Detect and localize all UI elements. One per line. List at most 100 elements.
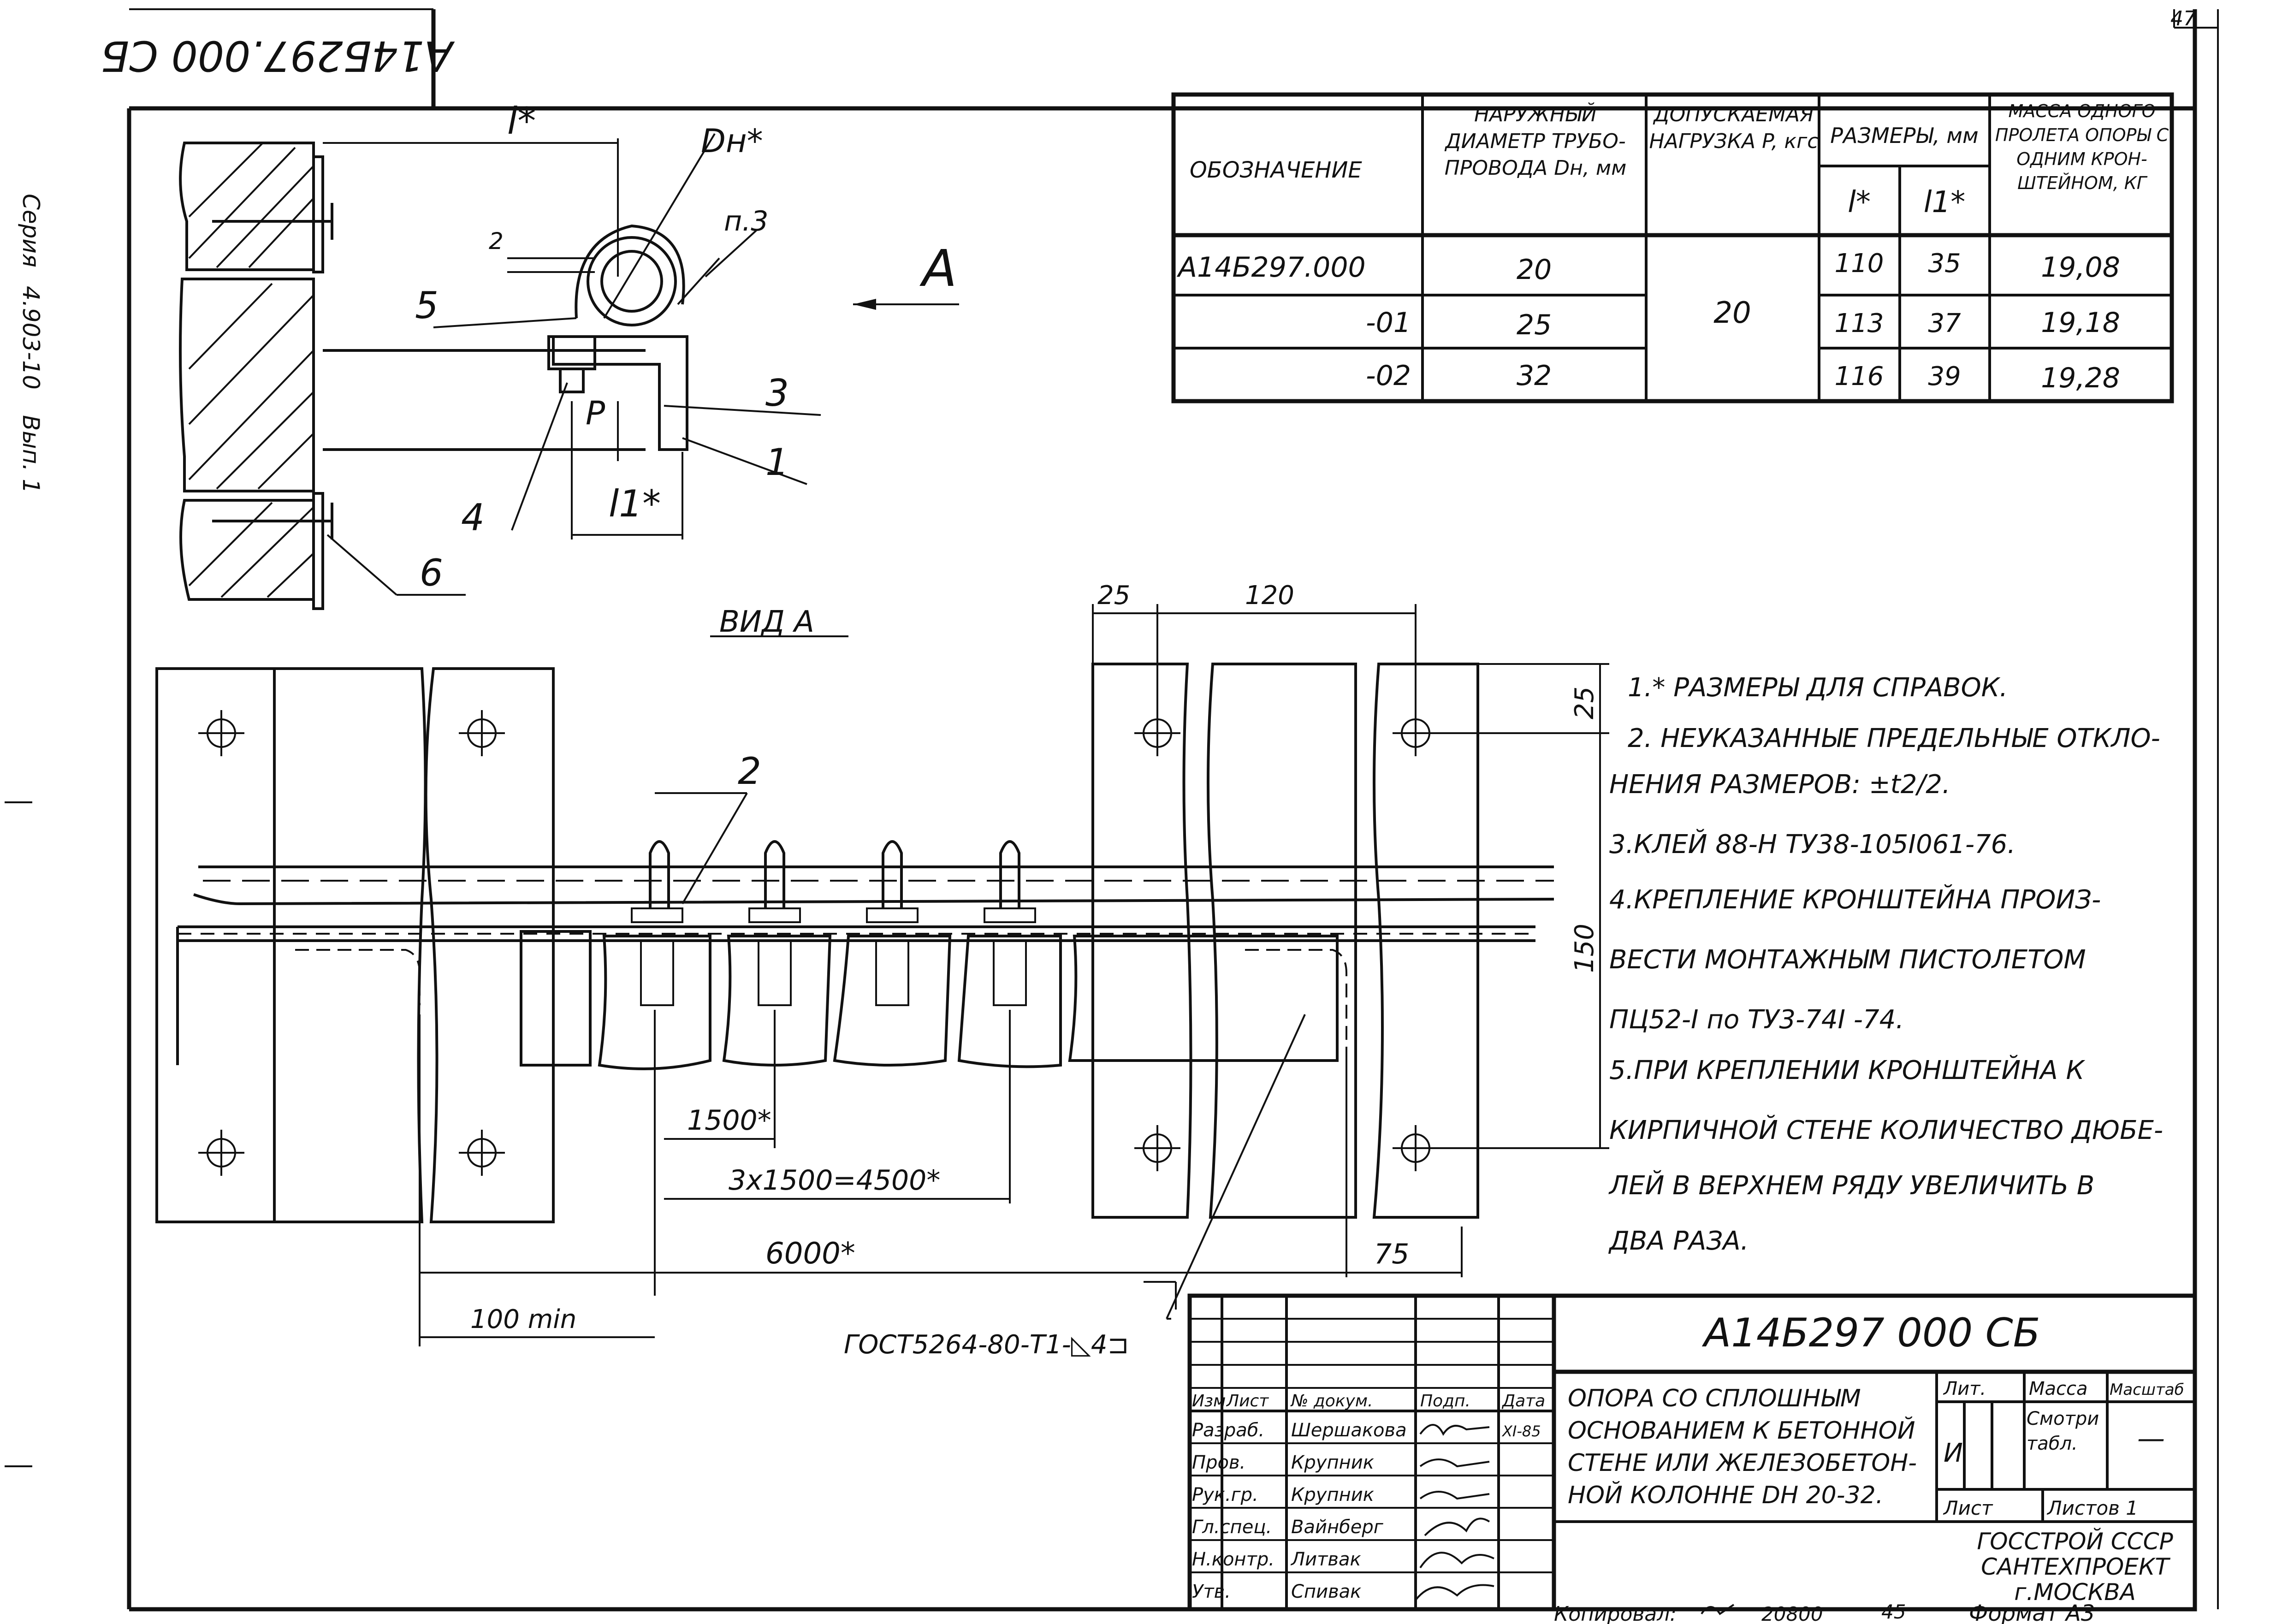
tb-sheet-label: Лист	[1943, 1497, 1993, 1519]
tb-mass-value: Смотри табл.	[2027, 1408, 2099, 1454]
clip-2	[748, 840, 801, 1006]
footer-format: Формат А3	[1969, 1600, 2095, 1624]
tb-lit-value: И	[1944, 1438, 1963, 1468]
note-line-3: НЕНИЯ РАЗМЕРОВ: ±t2/2.	[1609, 770, 1950, 800]
title-block: А14Б297 000 СБ ОПОРА СО СПЛОШНЫМ ОСНОВАН…	[1187, 1293, 2197, 1612]
leader-4: 4	[461, 496, 485, 539]
side-vypusk: Вып. 1	[18, 415, 44, 493]
label-two: 2	[489, 228, 504, 255]
row-2-diameter: 25	[1517, 309, 1552, 341]
row-1-designation: А14Б297.000	[1176, 251, 1366, 284]
label-l1-star: l1*	[609, 482, 661, 525]
row-3-l1: 39	[1928, 362, 1961, 391]
row-2-l: 113	[1835, 308, 1884, 338]
section-leaders	[326, 317, 821, 596]
th-sizes: РАЗМЕРЫ, мм	[1830, 123, 1978, 148]
sheet-frame	[5, 8, 2219, 1612]
tb-name-1: Шершакова	[1291, 1420, 1407, 1441]
th-sub-l1: l1*	[1924, 185, 1966, 219]
pipe-and-beam	[176, 865, 1554, 1067]
clip-3	[866, 840, 919, 1006]
dim-150: 150	[1570, 924, 1600, 973]
tb-role-1: Разраб.	[1192, 1420, 1264, 1441]
row-3-designation: -02	[1366, 360, 1411, 392]
tb-h-list: Лист	[1226, 1392, 1269, 1411]
row-2-l1: 37	[1928, 308, 1961, 338]
bracket-beam	[323, 224, 688, 451]
dim-75: 75	[1374, 1238, 1409, 1270]
th-sub-l: l*	[1848, 185, 1871, 219]
row-1-l: 110	[1835, 249, 1884, 279]
dim-25-top: 25	[1097, 581, 1130, 610]
doc-code: А14Б297 000 СБ	[1701, 1310, 2040, 1356]
spec-table: ОБОЗНАЧЕНИЕ НАРУЖНЫЙ ДИАМЕТР ТРУБО-ПРОВО…	[1171, 92, 2174, 403]
tb-role-3: Рук.гр.	[1192, 1484, 1258, 1505]
tb-name-5: Литвак	[1290, 1549, 1361, 1570]
signatures	[1415, 1424, 1494, 1601]
footer-page: 45	[1881, 1600, 1906, 1623]
tb-h-sign: Подп.	[1420, 1392, 1470, 1411]
footer-number: 20800	[1761, 1603, 1823, 1624]
footer-copied: Копировал:	[1554, 1602, 1677, 1624]
tb-h-izm: Изм	[1192, 1392, 1226, 1411]
view-a: ВИД А	[155, 581, 1609, 1360]
tb-mass-label: Масса	[2029, 1378, 2088, 1399]
side-seria-number: 4.903-10	[18, 286, 44, 390]
tb-h-date: Дата	[1501, 1392, 1545, 1411]
side-seria: Серия	[18, 194, 44, 267]
label-l-star: l*	[507, 100, 536, 142]
tb-date-1: XI-85	[1501, 1422, 1541, 1440]
dim-3x1500: 3x1500=4500*	[729, 1164, 940, 1197]
view-a-dims	[419, 604, 1609, 1346]
row-3-l: 116	[1835, 362, 1884, 391]
tb-org-3: г.МОСКВА	[2014, 1579, 2136, 1606]
note-line-5: 4.КРЕПЛЕНИЕ КРОНШТЕЙНА ПРОИЗ-	[1609, 885, 2101, 915]
note-line-7: ПЦ52-I по ТУ3-74I -74.	[1609, 1005, 1904, 1035]
view-a-title: ВИД А	[719, 605, 814, 639]
doc-name-1: ОПОРА СО СПЛОШНЫМ	[1568, 1385, 1861, 1412]
leader-6: 6	[420, 551, 443, 594]
leader-3: 3	[765, 372, 789, 415]
right-wall-plate	[1091, 663, 1479, 1219]
note-line-11: ДВА РАЗА.	[1608, 1226, 1749, 1256]
row-1-mass: 19,08	[2041, 251, 2120, 284]
clip-1	[631, 840, 683, 1006]
row-2-designation: -01	[1366, 307, 1411, 339]
tb-name-6: Спивак	[1291, 1581, 1361, 1602]
note-line-2: 2. НЕУКАЗАННЫЕ ПРЕДЕЛЬНЫЕ ОТКЛО-	[1628, 723, 2160, 753]
doc-name-2: ОСНОВАНИЕМ К БЕТОННОЙ	[1568, 1417, 1915, 1445]
leader-5: 5	[415, 284, 439, 327]
table-load-value: 20	[1713, 296, 1751, 330]
tb-lit-label: Лит.	[1943, 1378, 1986, 1399]
tb-role-6: Утв.	[1192, 1581, 1231, 1602]
weld-note: ГОСТ5264-80-Т1-◺4⊐	[844, 1330, 1129, 1360]
th-load: ДОПУСКАЕМАЯ НАГРУЗКА P, кгс	[1649, 103, 1819, 153]
row-3-diameter: 32	[1517, 360, 1552, 392]
row-1-l1: 35	[1928, 249, 1961, 279]
view-label: А	[919, 239, 957, 298]
note-line-1: 1.* РАЗМЕРЫ ДЛЯ СПРАВОК.	[1628, 673, 2008, 703]
leader-2: 2	[738, 750, 761, 793]
th-diameter: НАРУЖНЫЙ ДИАМЕТР ТРУБО-ПРОВОДА Dн, мм	[1444, 103, 1627, 180]
note-line-9: КИРПИЧНОЙ СТЕНЕ КОЛИЧЕСТВО ДЮБЕ-	[1609, 1115, 2163, 1145]
tb-scale-label: Масштаб	[2110, 1381, 2184, 1399]
pipe-clips	[598, 840, 1339, 1070]
note-line-6: ВЕСТИ МОНТАЖНЫМ ПИСТОЛЕТОМ	[1609, 945, 2086, 975]
tb-org-1: ГОССТРОЙ СССР	[1977, 1528, 2173, 1555]
dim-6000: 6000*	[765, 1237, 855, 1271]
stamp-top: А14Б297.000 СБ	[101, 31, 455, 80]
left-wall-plate	[155, 667, 555, 1223]
tb-role-2: Пров.	[1192, 1452, 1245, 1473]
label-dn-star: Dн*	[701, 122, 763, 160]
tb-scale-value: —	[2137, 1422, 2165, 1455]
leader-1: 1	[765, 441, 789, 484]
side-margin: Серия 4.903-10 Вып. 1	[18, 194, 44, 493]
tb-name-2: Крупник	[1291, 1452, 1374, 1473]
dim-120: 120	[1245, 581, 1294, 610]
corner-number: 47	[2170, 7, 2196, 30]
tb-role-4: Гл.спец.	[1192, 1517, 1272, 1538]
label-p3: п.3	[724, 205, 768, 237]
section-dims	[323, 133, 959, 539]
tb-sheets-label: Листов 1	[2046, 1497, 2138, 1519]
